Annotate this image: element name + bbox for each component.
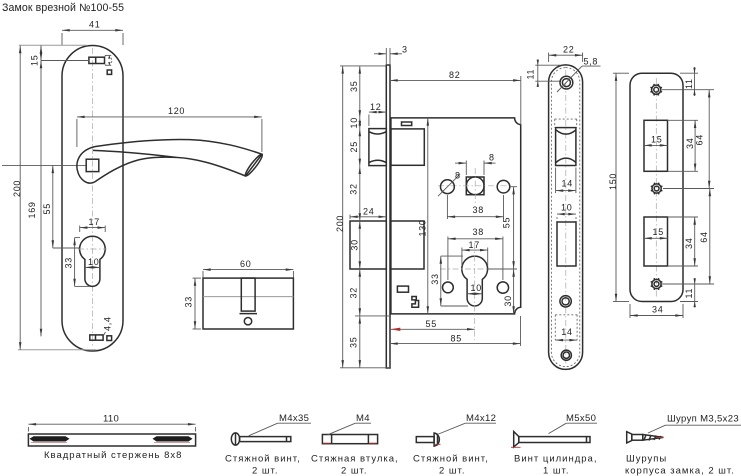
svg-text:Шуруп М3,5х23: Шуруп М3,5х23 — [667, 414, 739, 425]
svg-text:24: 24 — [363, 207, 374, 217]
svg-text:60: 60 — [240, 259, 251, 269]
svg-text:10: 10 — [349, 117, 359, 128]
svg-text:8: 8 — [455, 171, 461, 181]
svg-text:15: 15 — [651, 134, 662, 144]
svg-text:2 шт.: 2 шт. — [341, 466, 367, 476]
svg-text:55: 55 — [426, 319, 437, 329]
svg-text:200: 200 — [335, 215, 345, 232]
svg-text:10: 10 — [88, 257, 99, 267]
svg-text:Шурупы: Шурупы — [626, 454, 667, 465]
svg-text:14: 14 — [561, 327, 572, 337]
svg-text:35: 35 — [349, 337, 359, 348]
svg-text:2 шт.: 2 шт. — [439, 466, 465, 476]
svg-text:64: 64 — [695, 134, 705, 145]
svg-text:34: 34 — [652, 305, 663, 315]
svg-text:Замок врезной №100-55: Замок врезной №100-55 — [2, 2, 124, 14]
svg-text:корпуса замка, 2 шт.: корпуса замка, 2 шт. — [625, 466, 735, 476]
svg-text:4,4: 4,4 — [103, 316, 113, 331]
svg-text:85: 85 — [451, 334, 462, 344]
svg-text:30: 30 — [350, 239, 360, 250]
svg-text:82: 82 — [449, 70, 460, 80]
svg-text:М5х50: М5х50 — [566, 413, 596, 424]
svg-text:10: 10 — [561, 203, 572, 213]
svg-text:150: 150 — [608, 173, 618, 190]
svg-text:М4х12: М4х12 — [466, 413, 496, 424]
svg-text:200: 200 — [12, 180, 22, 197]
svg-text:Винт цилиндра,: Винт цилиндра, — [514, 454, 597, 465]
svg-text:41: 41 — [89, 19, 100, 29]
svg-text:11: 11 — [526, 69, 536, 80]
svg-text:34: 34 — [685, 138, 695, 149]
svg-text:38: 38 — [473, 205, 484, 215]
svg-text:33: 33 — [64, 257, 74, 268]
svg-text:38: 38 — [473, 227, 484, 237]
svg-text:2 шт.: 2 шт. — [252, 466, 278, 476]
svg-text:169: 169 — [27, 201, 37, 218]
svg-text:Стяжная втулка,: Стяжная втулка, — [311, 454, 399, 465]
svg-text:22: 22 — [563, 44, 574, 54]
svg-text:5,8: 5,8 — [584, 57, 599, 67]
svg-text:12: 12 — [370, 102, 381, 112]
svg-text:Стяжной винт,: Стяжной винт, — [413, 454, 489, 465]
svg-text:17: 17 — [89, 217, 100, 227]
svg-text:Квадратный стержень 8х8: Квадратный стержень 8х8 — [44, 450, 182, 461]
svg-text:М4х35: М4х35 — [279, 413, 309, 424]
svg-text:М4: М4 — [356, 413, 370, 424]
svg-text:15: 15 — [653, 227, 664, 237]
svg-text:10: 10 — [471, 283, 482, 293]
svg-text:110: 110 — [103, 414, 119, 425]
svg-text:33: 33 — [430, 273, 440, 284]
svg-text:14: 14 — [562, 179, 573, 189]
svg-text:32: 32 — [349, 183, 359, 194]
svg-text:34: 34 — [684, 238, 694, 249]
svg-text:3: 3 — [402, 45, 408, 55]
svg-text:25: 25 — [349, 141, 359, 152]
svg-text:30: 30 — [503, 295, 513, 306]
svg-text:15: 15 — [30, 55, 40, 66]
svg-text:130: 130 — [418, 219, 428, 236]
svg-text:8: 8 — [489, 153, 495, 163]
svg-text:17: 17 — [469, 240, 480, 250]
svg-text:64: 64 — [699, 231, 709, 242]
svg-text:55: 55 — [502, 217, 512, 228]
svg-text:11: 11 — [684, 288, 694, 299]
svg-text:35: 35 — [349, 81, 359, 92]
svg-text:33: 33 — [184, 296, 194, 307]
svg-text:Стяжной винт,: Стяжной винт, — [225, 454, 301, 465]
svg-text:1 шт.: 1 шт. — [543, 466, 569, 476]
svg-text:32: 32 — [349, 287, 359, 298]
svg-text:11: 11 — [684, 78, 694, 89]
svg-text:120: 120 — [168, 106, 185, 116]
svg-text:55: 55 — [42, 203, 52, 214]
